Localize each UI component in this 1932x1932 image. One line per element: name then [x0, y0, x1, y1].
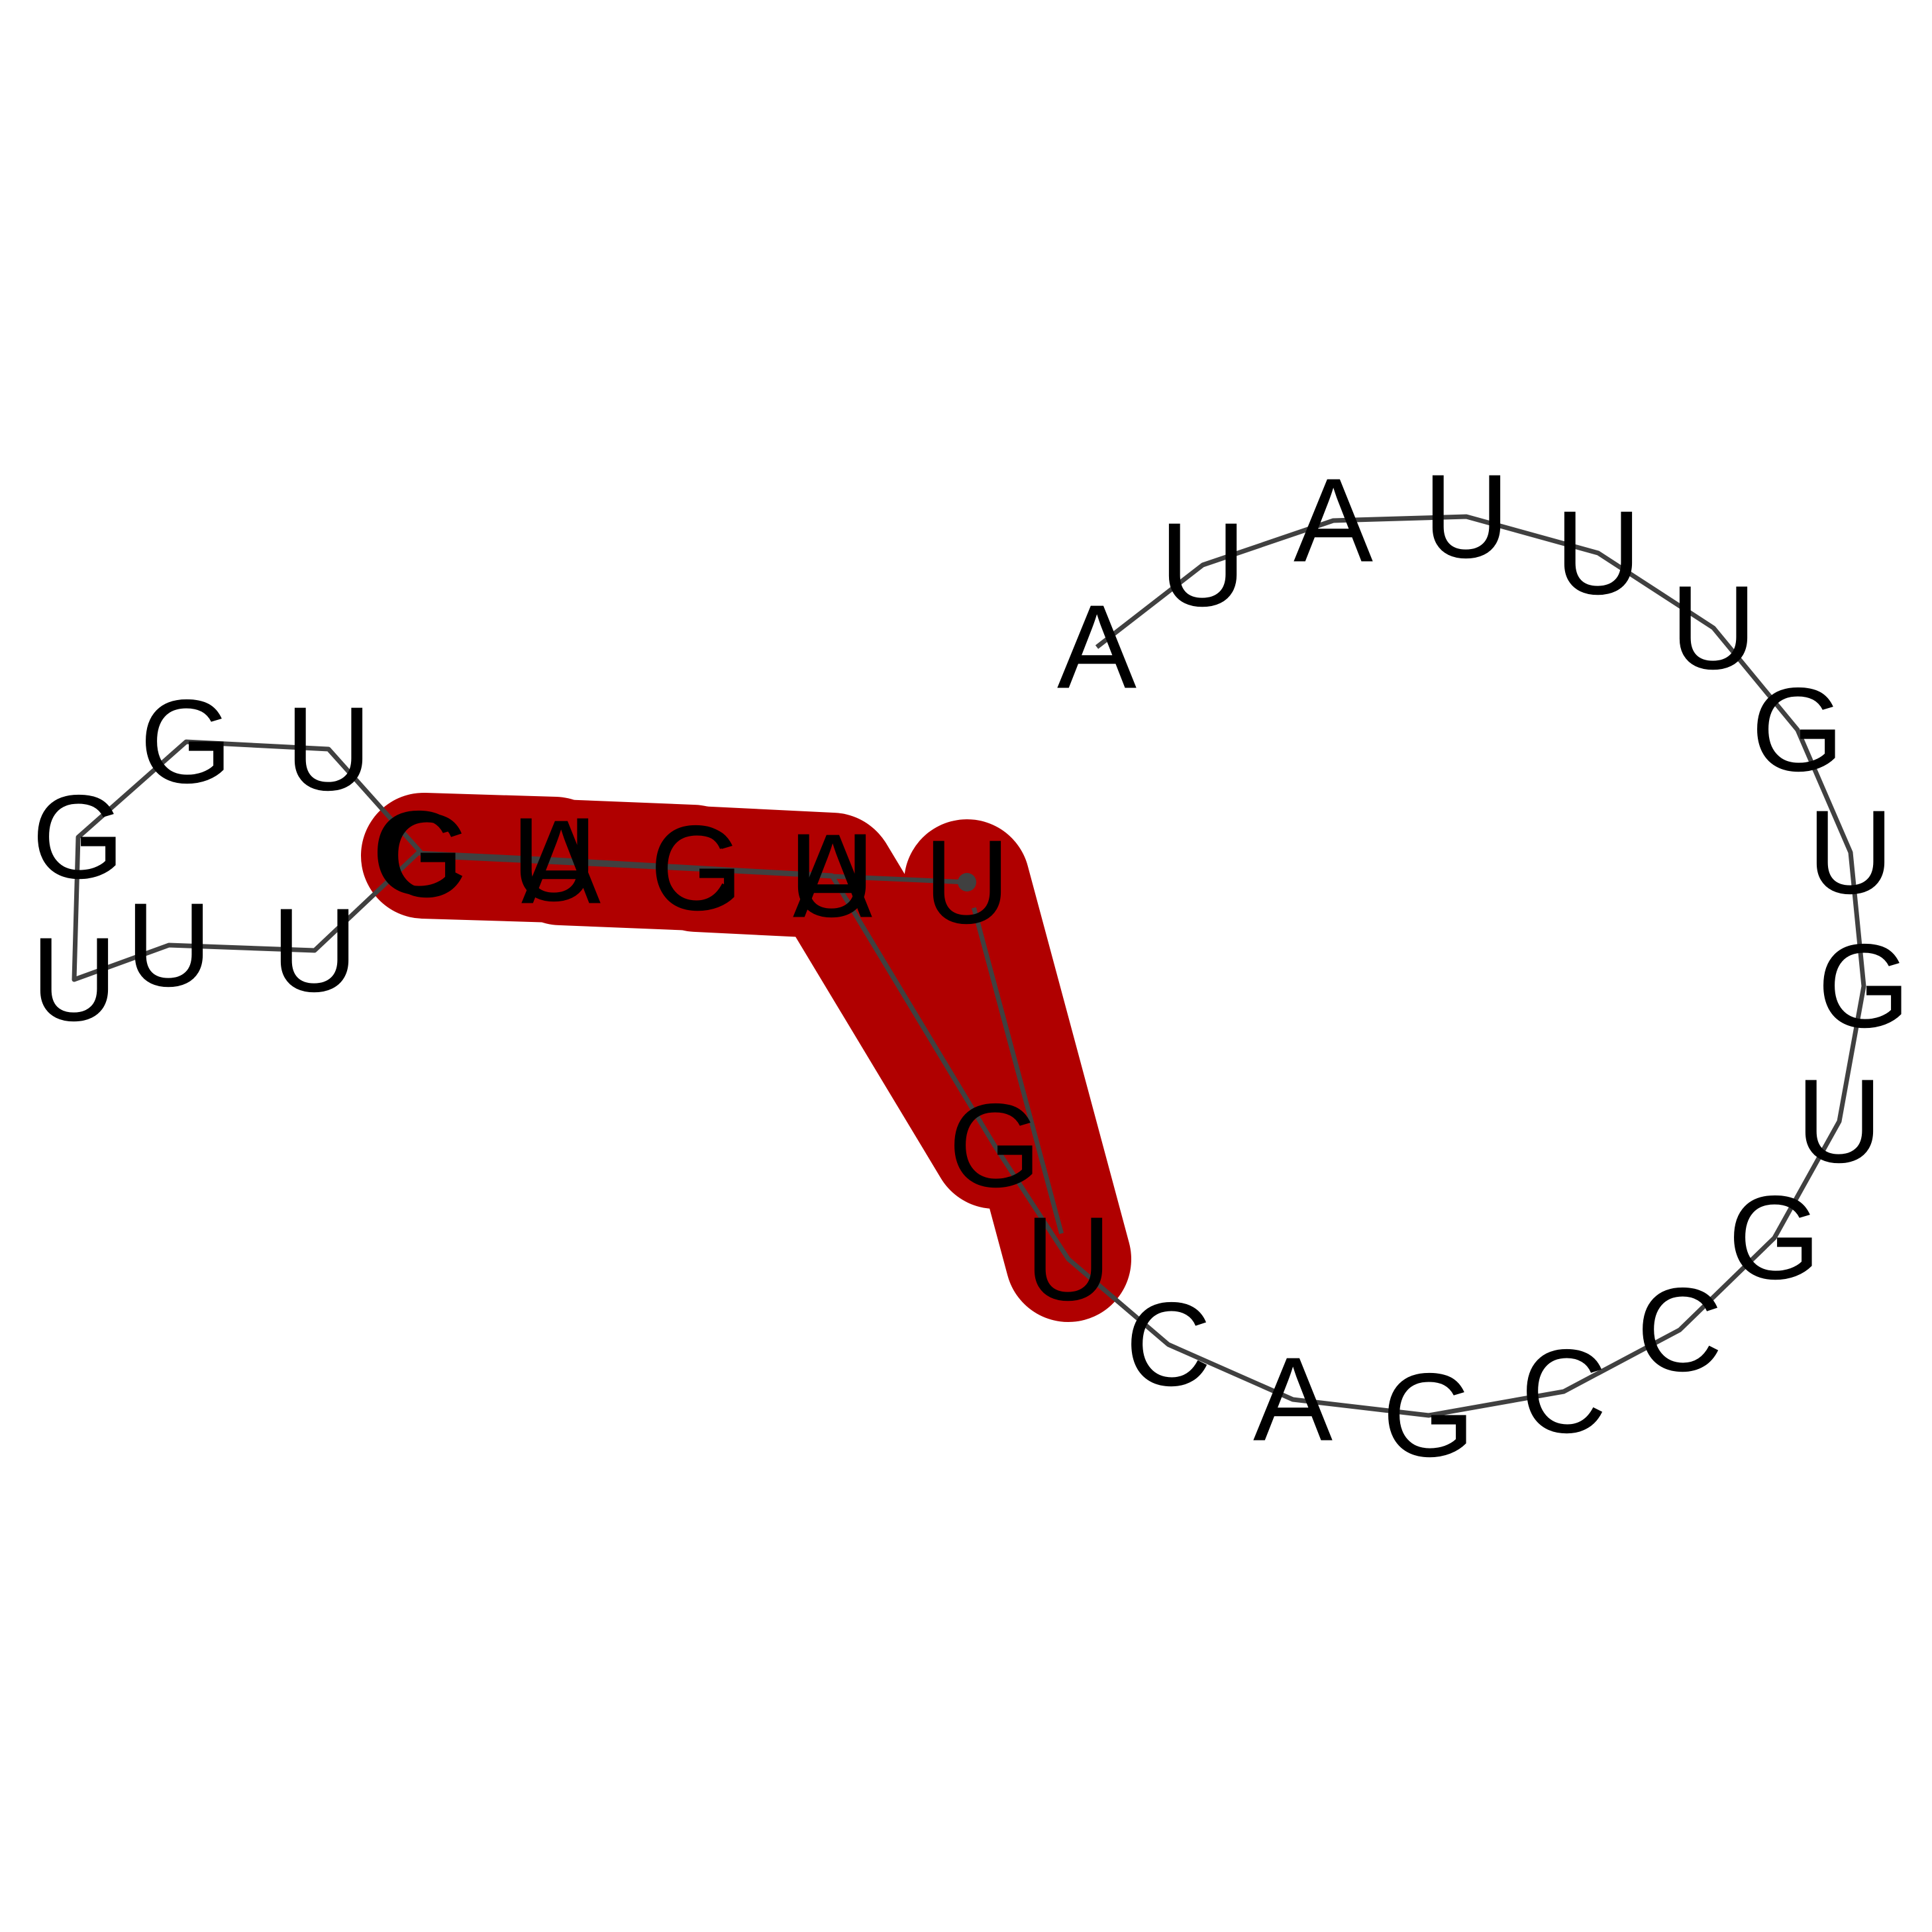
nucleotide-9: G [1817, 920, 1910, 1053]
nucleotide-32: A [793, 810, 872, 943]
nucleotide-12: C [1637, 1264, 1723, 1397]
nucleotide-1: A [1057, 581, 1137, 714]
nucleotide-15: A [1253, 1333, 1333, 1466]
nucleotide-6: U [1670, 562, 1756, 695]
base-pair-bond [972, 907, 1064, 1235]
nucleotide-26: G [32, 771, 125, 904]
nucleotide-16: C [1125, 1278, 1211, 1411]
nucleotide-11: G [1728, 1172, 1821, 1305]
nucleotide-8: U [1807, 786, 1894, 919]
nucleotide-19: U [789, 809, 875, 942]
backbone-layer [72, 514, 1866, 1418]
nucleotide-14: G [1382, 1349, 1475, 1482]
nucleotide-3: A [1294, 454, 1373, 587]
nucleotide-22: G [372, 787, 464, 920]
nucleotide-27: G [140, 676, 232, 809]
nucleotide-28: U [285, 683, 372, 816]
nucleotide-17: U [1025, 1193, 1111, 1326]
nucleotide-13: C [1521, 1325, 1607, 1458]
nucleotide-33: U [924, 816, 1010, 949]
nucleotide-4: U [1423, 450, 1509, 584]
nucleotide-18: G [948, 1080, 1041, 1213]
nucleotide-7: G [1751, 664, 1844, 797]
nucleotide-2: U [1160, 499, 1246, 632]
nucleotide-5: U [1555, 487, 1641, 620]
nucleotide-25: U [31, 913, 117, 1046]
nucleotide-29: C [381, 789, 467, 923]
nucleotide-21: U [511, 793, 597, 927]
nucleotide-23: U [272, 884, 358, 1017]
nucleotide-31: G [650, 803, 743, 936]
backbone-line [72, 514, 1866, 1418]
nucleotide-20: C [650, 801, 736, 935]
nucleotide-30: A [521, 796, 601, 929]
three-prime-end-marker [958, 873, 976, 891]
nucleotide-24: U [126, 879, 212, 1012]
nucleotide-10: U [1796, 1055, 1882, 1188]
